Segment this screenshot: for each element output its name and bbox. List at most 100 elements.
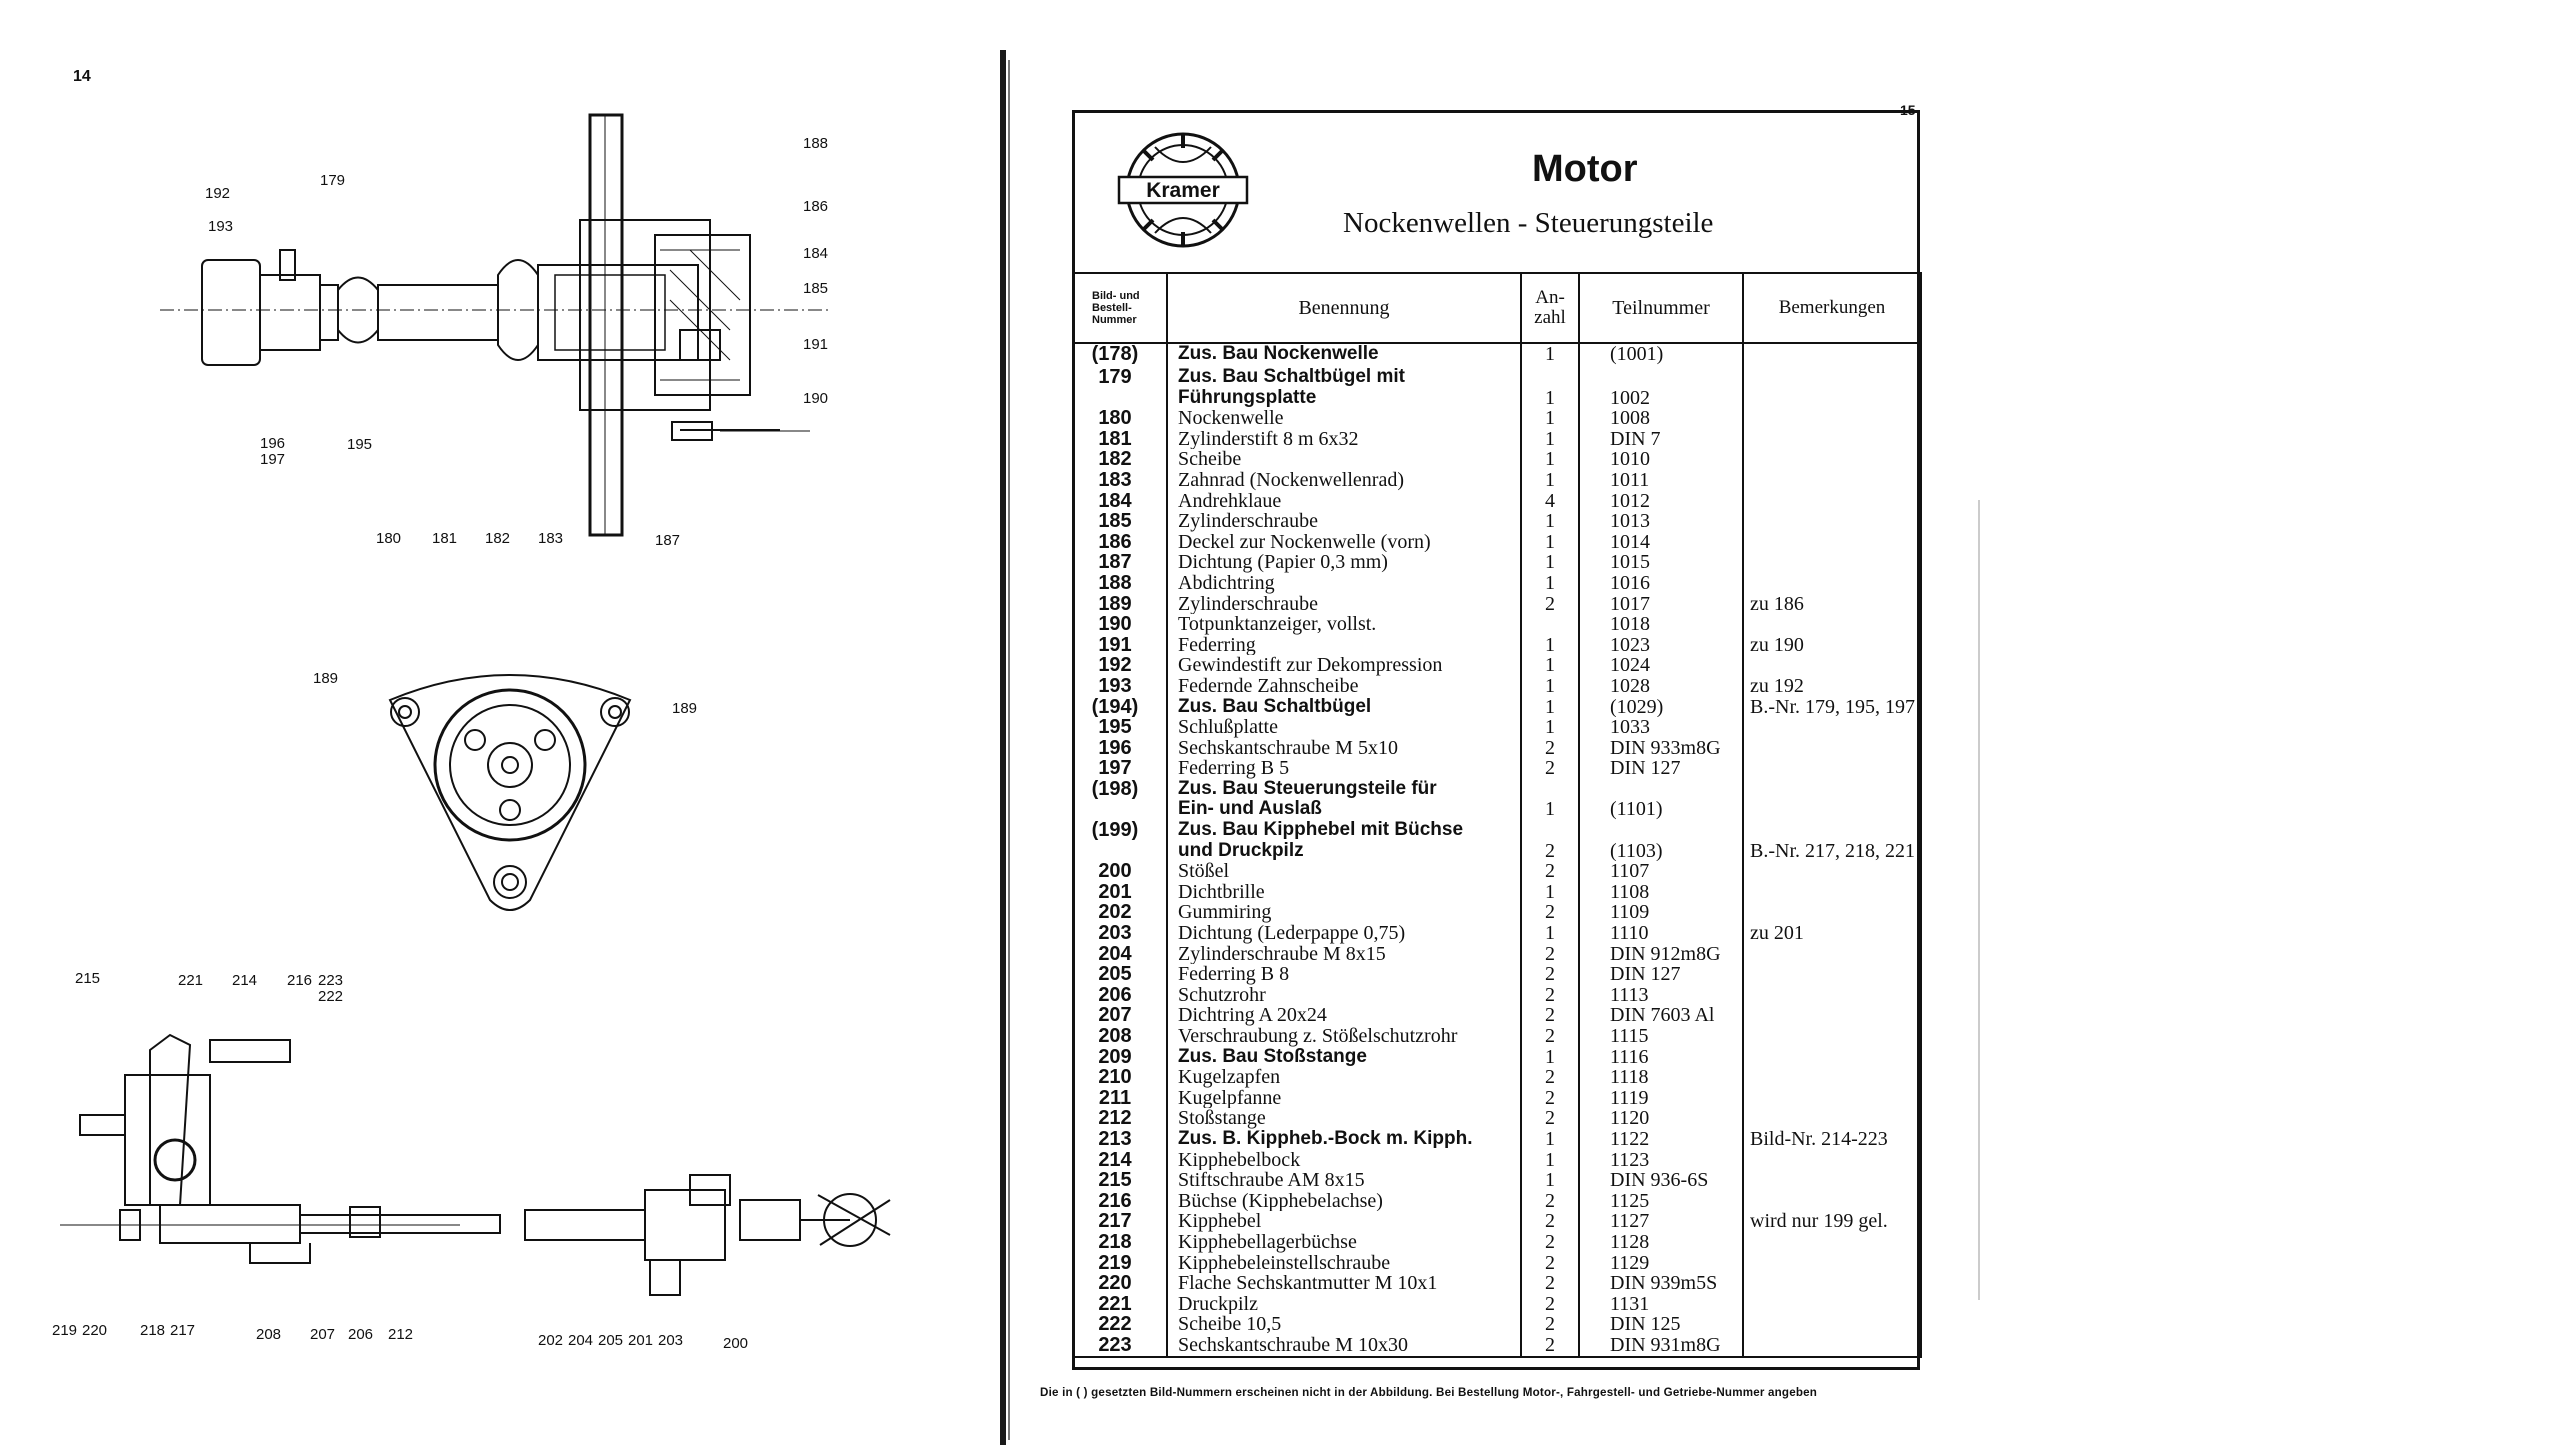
remark-cell: B.-Nr. 217, 218, 221	[1742, 840, 1922, 862]
quantity-cell: 4	[1520, 490, 1580, 512]
part-number-cell: 192	[1072, 655, 1168, 676]
part-name-cell: Verschraubung z. Stößelschutzrohr	[1166, 1026, 1522, 1047]
remark-cell	[1742, 1190, 1922, 1212]
part-name-cell: Scheibe	[1166, 449, 1522, 470]
part-id-cell: 1024	[1578, 655, 1744, 676]
quantity-cell: 1	[1520, 1149, 1580, 1171]
remark-cell	[1742, 943, 1922, 965]
part-id-cell: 1014	[1578, 531, 1744, 553]
footer-note: Die in ( ) gesetzten Bild-Nummern ersche…	[1040, 1386, 1818, 1399]
remark-cell	[1742, 1005, 1922, 1026]
part-name-cell: Zahnrad (Nockenwellenrad)	[1166, 469, 1522, 491]
part-name-cell: Stößel	[1166, 861, 1522, 882]
part-name-cell: Kugelpfanne	[1166, 1087, 1522, 1109]
part-name-cell: Kugelzapfen	[1166, 1067, 1522, 1088]
figure-label: 183	[538, 530, 564, 547]
remark-cell	[1742, 717, 1922, 738]
part-id-cell: (1103)	[1578, 840, 1744, 862]
part-id-cell: 1109	[1578, 902, 1744, 924]
figure-label: 191	[803, 336, 829, 353]
part-number-cell: 215	[1072, 1170, 1168, 1191]
book-binding	[1000, 50, 1006, 1445]
part-id-cell: 1002	[1578, 387, 1744, 409]
remark-cell	[1742, 1046, 1922, 1068]
part-id-cell: 1123	[1578, 1149, 1744, 1171]
part-name-cell: Kipphebeleinstellschraube	[1166, 1252, 1522, 1274]
part-name-cell: Zus. Bau Steuerungsteile für	[1166, 778, 1522, 800]
part-id-cell: 1116	[1578, 1046, 1744, 1068]
quantity-cell: 2	[1520, 1005, 1580, 1026]
remark-cell	[1742, 1087, 1922, 1109]
part-id-cell: DIN 912m8G	[1578, 943, 1744, 965]
quantity-cell: 1	[1520, 881, 1580, 903]
part-name-cell: Federring	[1166, 634, 1522, 656]
remark-cell	[1742, 984, 1922, 1006]
quantity-cell: 1	[1520, 655, 1580, 676]
quantity-cell: 1	[1520, 572, 1580, 594]
part-number-cell: 184	[1072, 490, 1168, 512]
part-id-cell: 1118	[1578, 1067, 1744, 1088]
part-id-cell	[1578, 367, 1744, 388]
part-id-cell: 1128	[1578, 1231, 1744, 1253]
part-id-cell: 1033	[1578, 717, 1744, 738]
part-number-cell: 202	[1072, 902, 1168, 924]
remark-cell	[1742, 1273, 1922, 1294]
figure-label: 190	[803, 390, 829, 407]
part-number-cell: 185	[1072, 511, 1168, 532]
quantity-cell: 2	[1520, 964, 1580, 985]
part-number-cell: (178)	[1072, 343, 1168, 367]
remark-cell	[1742, 861, 1922, 882]
figure-label: 204	[568, 1332, 594, 1349]
kramer-logo-icon: Kramer	[1117, 132, 1249, 248]
part-id-cell: 1028	[1578, 675, 1744, 697]
part-id-cell: 1018	[1578, 614, 1744, 635]
part-name-cell: Zylinderschraube	[1166, 511, 1522, 532]
part-number-cell: (194)	[1072, 696, 1168, 718]
part-name-cell: Abdichtring	[1166, 572, 1522, 594]
part-name-cell: Schlußplatte	[1166, 717, 1522, 738]
part-number-cell: 212	[1072, 1108, 1168, 1129]
part-name-cell: Zus. Bau Schaltbügel mit	[1166, 367, 1522, 388]
part-id-cell: 1125	[1578, 1190, 1744, 1212]
quantity-cell: 1	[1520, 799, 1580, 821]
part-number-cell: 218	[1072, 1231, 1168, 1253]
page-subtitle: Nockenwellen - Steuerungsteile	[1343, 207, 1714, 239]
remark-cell	[1742, 552, 1922, 573]
part-name-cell: Zylinderschraube	[1166, 593, 1522, 615]
part-id-cell: 1108	[1578, 881, 1744, 903]
remark-cell	[1742, 799, 1922, 821]
remark-cell	[1742, 1108, 1922, 1129]
part-name-cell: Flache Sechskantmutter M 10x1	[1166, 1273, 1522, 1294]
part-name-cell: Kipphebelbock	[1166, 1149, 1522, 1171]
part-name-cell: Zylinderschraube M 8x15	[1166, 943, 1522, 965]
figure-label: 187	[655, 532, 681, 549]
remark-cell	[1742, 1252, 1922, 1274]
remark-cell	[1742, 1067, 1922, 1088]
quantity-cell: 2	[1520, 1108, 1580, 1129]
part-number-cell: 221	[1072, 1293, 1168, 1315]
column-header-nr: Bild- und Bestell-Nummer	[1072, 272, 1168, 344]
remark-cell	[1742, 1314, 1922, 1335]
figure-label: 181	[432, 530, 458, 547]
figure-label: 189	[313, 670, 339, 687]
part-number-cell	[1072, 387, 1168, 409]
part-name-cell: Sechskantschraube M 10x30	[1166, 1334, 1522, 1358]
remark-cell	[1742, 343, 1922, 367]
remark-cell	[1742, 655, 1922, 676]
